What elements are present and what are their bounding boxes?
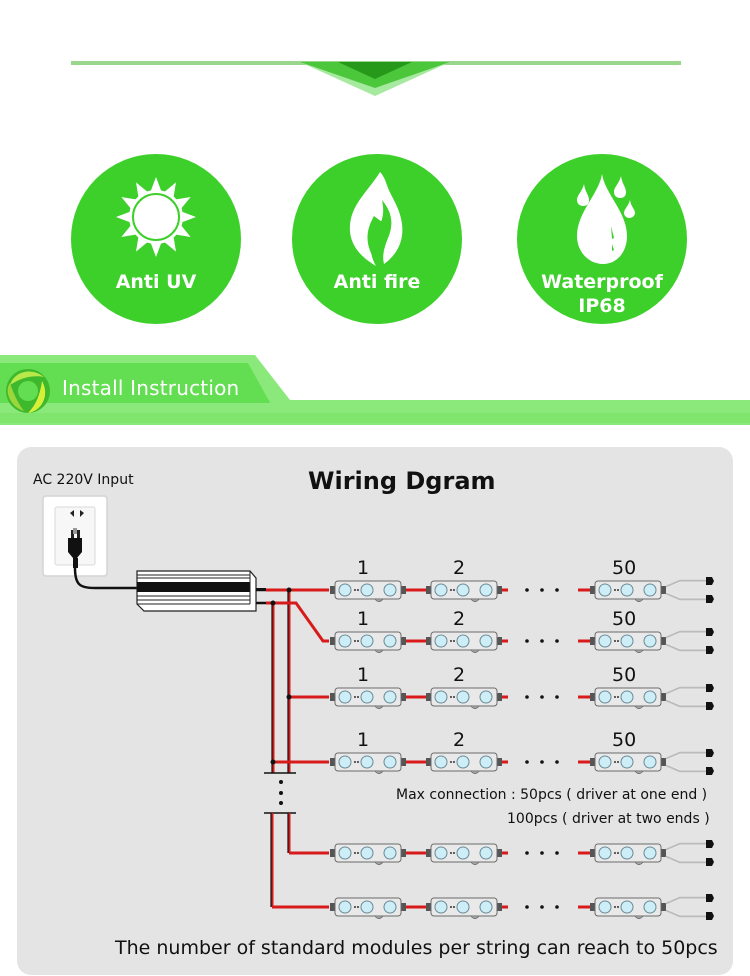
feature-waterproof: Waterproof IP68 (517, 154, 687, 324)
led-module (329, 752, 407, 774)
wiring-diagram (42, 495, 716, 922)
led-string-row (329, 626, 716, 656)
module-number-label: 50 (612, 608, 637, 630)
led-string-row (329, 892, 716, 922)
ellipsis-dot (525, 588, 529, 592)
max-connection-note-2: 100pcs ( driver at two ends ) (507, 811, 710, 827)
led-string-row (329, 682, 716, 712)
led-module (425, 631, 503, 653)
module-number-label: 50 (612, 557, 637, 579)
ellipsis-dot (555, 760, 559, 764)
led-module (589, 631, 667, 653)
ellipsis-dot (555, 639, 559, 643)
ellipsis-dot (555, 588, 559, 592)
wall-socket (42, 495, 108, 577)
led-strings (329, 575, 716, 922)
led-module (425, 843, 503, 865)
bus-wires (256, 587, 329, 909)
ellipsis-dot (540, 851, 544, 855)
module-number-label: 2 (453, 557, 466, 579)
module-number-label: 1 (357, 664, 370, 686)
recycle-leaf-logo-icon (6, 369, 50, 413)
ellipsis-dot (540, 905, 544, 909)
feature-label: Anti UV (115, 271, 197, 293)
module-number-label: 1 (357, 608, 370, 630)
ellipsis-dot (555, 905, 559, 909)
led-module (425, 897, 503, 919)
led-module (589, 752, 667, 774)
sun-icon (116, 177, 196, 257)
ellipsis-dot (540, 695, 544, 699)
end-connector-leads (664, 838, 716, 868)
led-module (329, 843, 407, 865)
chevron-inner (338, 62, 412, 79)
section-banner (0, 355, 750, 425)
ellipsis-dot (525, 760, 529, 764)
ellipsis-dot (555, 851, 559, 855)
module-number-label: 1 (357, 729, 370, 751)
module-number-label: 2 (453, 729, 466, 751)
ellipsis-dot (525, 905, 529, 909)
water-drops-icon (577, 174, 635, 264)
end-connector-leads (664, 682, 716, 712)
led-string-row (329, 575, 716, 605)
feature-label: Anti fire (333, 271, 421, 293)
led-string-row (329, 747, 716, 777)
module-number-label: 2 (453, 664, 466, 686)
max-connection-note-1: Max connection : 50pcs ( driver at one e… (396, 787, 708, 803)
end-connector-leads (664, 575, 716, 605)
led-module (425, 580, 503, 602)
module-number-label: 2 (453, 608, 466, 630)
led-module (425, 752, 503, 774)
feature-anti-fire: Anti fire (292, 154, 462, 324)
led-module (329, 631, 407, 653)
led-module (589, 843, 667, 865)
module-number-label: 50 (612, 729, 637, 751)
banner-title: Install Instruction (62, 376, 240, 400)
led-module (589, 687, 667, 709)
power-input-label: AC 220V Input (33, 472, 134, 488)
led-module (425, 687, 503, 709)
flame-icon (349, 172, 403, 266)
vertical-ellipsis (279, 780, 283, 805)
led-module (329, 580, 407, 602)
ellipsis-dot (540, 588, 544, 592)
section-divider (71, 61, 681, 96)
feature-label-line2: IP68 (578, 295, 626, 317)
led-string-row (329, 838, 716, 868)
module-number-label: 1 (357, 557, 370, 579)
ellipsis-dot (555, 695, 559, 699)
led-module (589, 897, 667, 919)
feature-anti-uv: Anti UV (71, 154, 241, 324)
footer-note: The number of standard modules per strin… (115, 937, 718, 959)
ellipsis-dot (525, 851, 529, 855)
module-number-label: 50 (612, 664, 637, 686)
led-module (329, 897, 407, 919)
ellipsis-dot (540, 760, 544, 764)
led-module (589, 580, 667, 602)
diagram-title: Wiring Dgram (308, 467, 496, 495)
wiring-diagram-panel (17, 447, 733, 975)
end-connector-leads (664, 626, 716, 656)
ellipsis-dot (525, 639, 529, 643)
end-connector-leads (664, 892, 716, 922)
feature-label-line1: Waterproof (541, 271, 663, 293)
led-driver (136, 570, 257, 612)
led-module (329, 687, 407, 709)
ellipsis-dot (525, 695, 529, 699)
end-connector-leads (664, 747, 716, 777)
ellipsis-dot (540, 639, 544, 643)
plug-icon (68, 528, 82, 568)
